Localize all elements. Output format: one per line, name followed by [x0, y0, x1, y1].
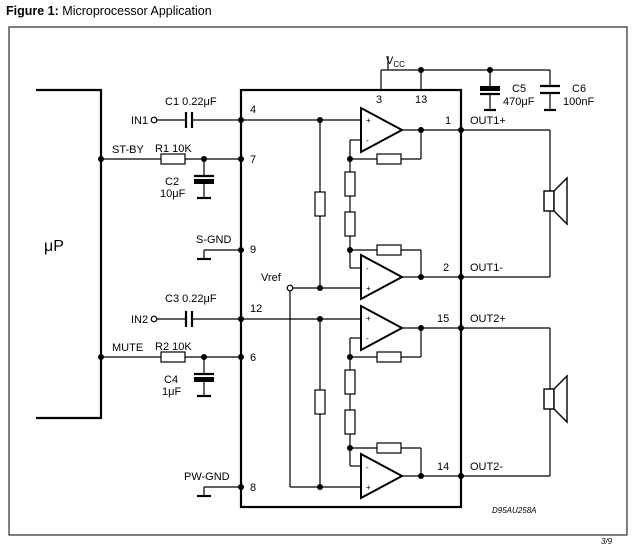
pin-7: 7 [250, 154, 256, 166]
amplifier-4 [360, 452, 405, 500]
c3-label: C3 0.22μF [165, 293, 217, 305]
amp1-minus: - [366, 136, 369, 145]
signal-ground-net: S-GND 9 [196, 234, 256, 261]
out2-minus-label: OUT2- [470, 461, 503, 473]
figure-label: Figure 1: [6, 4, 59, 18]
in1-label: IN1 [131, 115, 148, 127]
mute-net: MUTE R2 10K C4 1μF 6 [98, 341, 256, 398]
mcu-label: μP [44, 238, 64, 255]
c5-name: C5 [512, 83, 526, 95]
c4-name: C4 [164, 374, 178, 386]
amp2-minus: - [366, 264, 369, 273]
c6-value: 100nF [563, 96, 594, 108]
c2-plate [194, 179, 214, 184]
amplifier-2 [360, 253, 405, 301]
c5-value: 470μF [503, 96, 535, 108]
vcc-label: VCC [386, 55, 405, 69]
amp2-plus: + [366, 284, 371, 293]
figure-caption: Figure 1: Microprocessor Application [6, 4, 212, 18]
figure-title: Microprocessor Application [62, 4, 212, 18]
c2-value: 10μF [160, 188, 186, 200]
in1-net: IN1 C1 0.22μF 4 [131, 96, 256, 128]
in1-terminal [150, 116, 158, 124]
figure-frame [8, 26, 628, 536]
r1-label: R1 10K [155, 143, 192, 155]
internal-network: + - - + Vref [241, 106, 461, 500]
amp4-plus: + [366, 483, 371, 492]
amplifier-3 [360, 304, 405, 352]
c2-name: C2 [165, 176, 179, 188]
amplifier-1 [360, 106, 405, 154]
pin-9: 9 [250, 244, 256, 256]
ic-body [239, 88, 463, 509]
drawing-code: D95AU258A [492, 506, 536, 515]
speaker-2-icon [543, 374, 568, 424]
pin-2: 2 [443, 262, 449, 274]
in2-terminal [150, 315, 158, 323]
page-mark: 3/9 [601, 537, 613, 545]
out1-plus-label: OUT1+ [470, 115, 506, 127]
pin-13: 13 [415, 94, 427, 106]
pin-4: 4 [250, 104, 256, 116]
c4-plate [194, 377, 214, 382]
pin-15: 15 [437, 313, 449, 325]
c6-name: C6 [572, 83, 586, 95]
in2-label: IN2 [131, 314, 148, 326]
pw-gnd-label: PW-GND [184, 471, 230, 483]
s-gnd-label: S-GND [196, 234, 232, 246]
pin-1: 1 [445, 115, 451, 127]
amp3-minus: - [366, 334, 369, 343]
outputs: 1 2 15 14 OUT1+ OUT1- OUT2+ OUT2- [437, 115, 568, 479]
standby-label: ST-BY [112, 144, 144, 156]
microprocessor-block: μP [36, 88, 103, 420]
vref-label: Vref [261, 272, 282, 284]
pin-8: 8 [250, 482, 256, 494]
out2-plus-label: OUT2+ [470, 313, 506, 325]
mute-label: MUTE [112, 342, 143, 354]
vref-terminal [286, 284, 294, 292]
pin-6: 6 [250, 352, 256, 364]
speaker-1-icon [543, 176, 568, 226]
amp3-plus: + [366, 314, 371, 323]
amp1-plus: + [366, 116, 371, 125]
r2-resistor [160, 351, 186, 363]
r1-resistor [160, 153, 186, 165]
pin-12: 12 [250, 303, 262, 315]
amp4-minus: - [366, 463, 369, 472]
r2-label: R2 10K [155, 341, 192, 353]
standby-net: ST-BY R1 10K C2 10μF 7 [98, 143, 256, 200]
pin-14: 14 [437, 461, 449, 473]
pin-3: 3 [376, 94, 382, 106]
vcc-net: VCC C5 470μF C6 100nF 3 13 [376, 55, 594, 112]
out1-minus-label: OUT1- [470, 262, 503, 274]
power-ground-net: PW-GND 8 [184, 471, 256, 498]
c4-value: 1μF [162, 386, 181, 398]
c1-label: C1 0.22μF [165, 96, 217, 108]
c5-plate-top [480, 86, 500, 91]
in2-net: IN2 C3 0.22μF 12 [131, 293, 262, 327]
